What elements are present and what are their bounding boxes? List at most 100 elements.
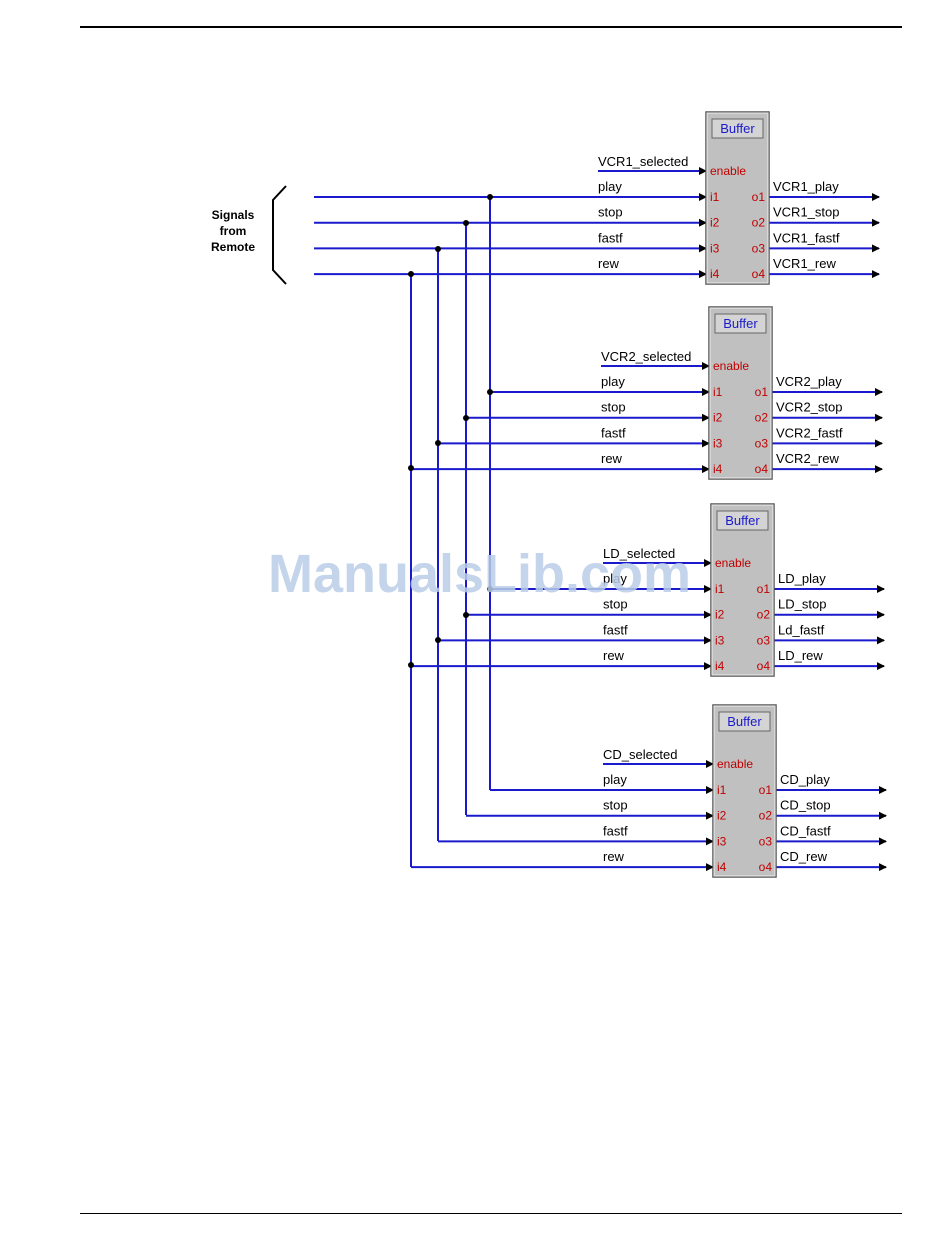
output-signal-label: CD_stop — [780, 798, 831, 813]
input-pin-label: i1 — [717, 783, 727, 797]
buffer-box-highlight — [713, 705, 776, 877]
buffer-box-highlight — [706, 112, 769, 284]
input-signal-label: play — [598, 179, 622, 194]
buffer-title: Buffer — [725, 513, 760, 528]
enable-signal-label: CD_selected — [603, 747, 677, 762]
input-pin-label: i3 — [713, 436, 723, 450]
output-signal-label: CD_play — [780, 772, 830, 787]
input-signal-label: stop — [603, 597, 628, 612]
input-pin-label: i4 — [715, 659, 725, 673]
buffer-box — [705, 111, 770, 285]
remote-label-line1: Signals — [212, 208, 255, 222]
output-pin-label: o2 — [755, 411, 769, 425]
buffer-box-highlight — [711, 504, 774, 676]
junction-dots — [408, 194, 493, 668]
output-pin-label: o1 — [755, 385, 769, 399]
input-signal-label: stop — [601, 400, 626, 415]
buffer-title-field — [716, 510, 769, 531]
input-pin-label: i1 — [710, 190, 720, 204]
buffer-title: Buffer — [727, 714, 762, 729]
buffer-title-field — [718, 711, 771, 732]
junction-dot — [408, 271, 414, 277]
output-pin-label: o2 — [757, 608, 771, 622]
output-pin-label: o1 — [759, 783, 773, 797]
input-pin-label: i4 — [710, 267, 720, 281]
output-pin-label: o2 — [759, 809, 773, 823]
input-signal-label: stop — [603, 798, 628, 813]
output-signal-label: VCR2_stop — [776, 400, 842, 415]
output-pin-label: o2 — [752, 216, 766, 230]
input-pin-label: i3 — [715, 633, 725, 647]
input-signal-label: fastf — [598, 230, 623, 245]
signal-bus — [410, 197, 491, 867]
enable-signal-label: VCR2_selected — [601, 349, 691, 364]
input-signal-label: fastf — [603, 622, 628, 637]
input-pin-label: i4 — [717, 860, 727, 874]
buffer-title: Buffer — [723, 316, 758, 331]
output-pin-label: o4 — [759, 860, 773, 874]
output-pin-label: o4 — [752, 267, 766, 281]
buffer-title-field — [711, 118, 764, 139]
output-signal-label: VCR2_play — [776, 374, 842, 389]
output-pin-label: o3 — [755, 436, 769, 450]
input-pin-label: i2 — [710, 216, 720, 230]
top-rule — [80, 26, 902, 28]
output-signal-label: Ld_fastf — [778, 622, 825, 637]
junction-dot — [435, 246, 441, 252]
buffer-box — [712, 704, 777, 878]
input-pin-label: i4 — [713, 462, 723, 476]
input-signal-label: rew — [603, 849, 625, 864]
junction-dot — [408, 662, 414, 668]
enable-pin-label: enable — [713, 359, 749, 373]
remote-label-line3: Remote — [211, 240, 255, 254]
junction-dot — [435, 440, 441, 446]
input-pin-label: i3 — [710, 241, 720, 255]
enable-pin-label: enable — [717, 757, 753, 771]
input-signal-label: play — [603, 571, 627, 586]
output-signal-label: VCR1_stop — [773, 205, 839, 220]
bottom-rule — [80, 1213, 902, 1214]
output-signal-label: LD_stop — [778, 597, 826, 612]
buffer-title: Buffer — [720, 121, 755, 136]
junction-dot — [435, 637, 441, 643]
enable-signal-label: LD_selected — [603, 546, 675, 561]
input-pin-label: i3 — [717, 834, 727, 848]
junction-dot — [487, 586, 493, 592]
output-signal-label: VCR1_play — [773, 179, 839, 194]
output-pin-label: o3 — [759, 834, 773, 848]
input-signal-label: fastf — [603, 823, 628, 838]
buffer-box — [710, 503, 775, 677]
watermark: ManualsLib.com — [268, 544, 691, 604]
output-signal-label: VCR1_fastf — [773, 230, 840, 245]
remote-label-line2: from — [220, 224, 247, 238]
input-pin-label: i2 — [717, 809, 727, 823]
buffer-box-highlight — [709, 307, 772, 479]
input-signal-label: stop — [598, 205, 623, 220]
remote-bracket — [272, 185, 287, 285]
output-pin-label: o1 — [752, 190, 766, 204]
junction-dot — [463, 220, 469, 226]
input-signal-label: rew — [603, 648, 625, 663]
junction-dot — [487, 194, 493, 200]
output-pin-label: o4 — [755, 462, 769, 476]
output-signal-label: CD_rew — [780, 849, 828, 864]
input-signal-label: rew — [601, 451, 623, 466]
input-pin-label: i1 — [713, 385, 723, 399]
output-pin-label: o4 — [757, 659, 771, 673]
output-pin-label: o3 — [752, 241, 766, 255]
enable-pin-label: enable — [710, 164, 746, 178]
enable-signal-label: VCR1_selected — [598, 154, 688, 169]
output-pin-label: o1 — [757, 582, 771, 596]
input-signal-label: rew — [598, 256, 620, 271]
junction-dot — [463, 415, 469, 421]
output-signal-label: LD_play — [778, 571, 826, 586]
buffer-title-field — [714, 313, 767, 334]
input-signal-label: play — [601, 374, 625, 389]
output-signal-label: LD_rew — [778, 648, 823, 663]
output-pin-label: o3 — [757, 633, 771, 647]
output-signal-label: VCR2_rew — [776, 451, 839, 466]
